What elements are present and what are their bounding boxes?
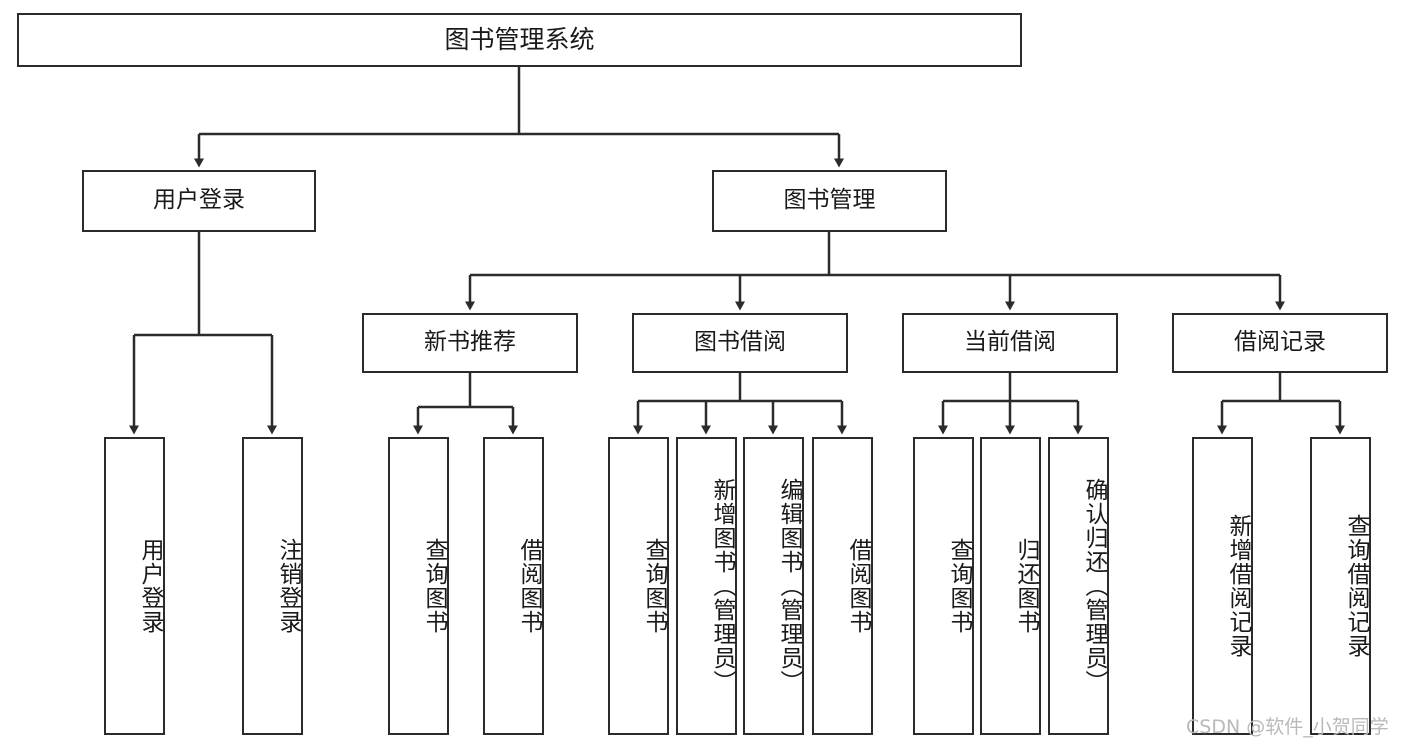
node-book-management[interactable]: 图书管理 bbox=[712, 170, 947, 232]
node-new-book-recommend[interactable]: 新书推荐 bbox=[362, 313, 578, 373]
node-label: 借阅记录 bbox=[1234, 329, 1326, 356]
node-label: 图书管理 bbox=[783, 187, 876, 214]
node-label: 查询借阅记录 bbox=[1343, 514, 1369, 658]
leaf-recommend-query-book[interactable]: 查询图书 bbox=[388, 437, 449, 735]
node-label: 借阅图书 bbox=[845, 538, 871, 634]
leaf-borrow-borrow-book[interactable]: 借阅图书 bbox=[812, 437, 873, 735]
node-label: 借阅图书 bbox=[516, 538, 542, 634]
leaf-record-query-record[interactable]: 查询借阅记录 bbox=[1310, 437, 1371, 735]
node-label: 新书推荐 bbox=[424, 329, 516, 356]
node-label: 用户登录 bbox=[137, 538, 163, 634]
node-label: 当前借阅 bbox=[964, 329, 1056, 356]
node-label: 新增图书（管理员） bbox=[709, 478, 735, 694]
node-label: 图书管理系统 bbox=[444, 25, 595, 55]
watermark-text: CSDN @软件_小贺同学 bbox=[1186, 716, 1389, 738]
node-root-system[interactable]: 图书管理系统 bbox=[17, 13, 1022, 67]
node-label: 查询图书 bbox=[421, 538, 447, 634]
leaf-borrow-edit-book[interactable]: 编辑图书（管理员） bbox=[743, 437, 804, 735]
leaf-user-login[interactable]: 用户登录 bbox=[104, 437, 165, 735]
node-label: 用户登录 bbox=[153, 187, 245, 214]
node-current-borrow[interactable]: 当前借阅 bbox=[902, 313, 1118, 373]
node-label: 编辑图书（管理员） bbox=[776, 478, 802, 694]
leaf-borrow-add-book[interactable]: 新增图书（管理员） bbox=[676, 437, 737, 735]
node-borrow-record[interactable]: 借阅记录 bbox=[1172, 313, 1388, 373]
node-label: 图书借阅 bbox=[694, 329, 786, 356]
node-book-borrow[interactable]: 图书借阅 bbox=[632, 313, 848, 373]
leaf-record-add-record[interactable]: 新增借阅记录 bbox=[1192, 437, 1253, 735]
node-label: 查询图书 bbox=[641, 538, 667, 634]
node-label: 归还图书 bbox=[1013, 538, 1039, 634]
node-label: 查询图书 bbox=[946, 538, 972, 634]
leaf-logout-login[interactable]: 注销登录 bbox=[242, 437, 303, 735]
node-user-login[interactable]: 用户登录 bbox=[82, 170, 316, 232]
leaf-borrow-query-book[interactable]: 查询图书 bbox=[608, 437, 669, 735]
leaf-current-confirm-return[interactable]: 确认归还（管理员） bbox=[1048, 437, 1109, 735]
leaf-current-return-book[interactable]: 归还图书 bbox=[980, 437, 1041, 735]
leaf-recommend-borrow-book[interactable]: 借阅图书 bbox=[483, 437, 544, 735]
node-label: 新增借阅记录 bbox=[1225, 514, 1251, 658]
node-label: 注销登录 bbox=[275, 538, 301, 634]
leaf-current-query-book[interactable]: 查询图书 bbox=[913, 437, 974, 735]
node-label: 确认归还（管理员） bbox=[1081, 478, 1107, 694]
